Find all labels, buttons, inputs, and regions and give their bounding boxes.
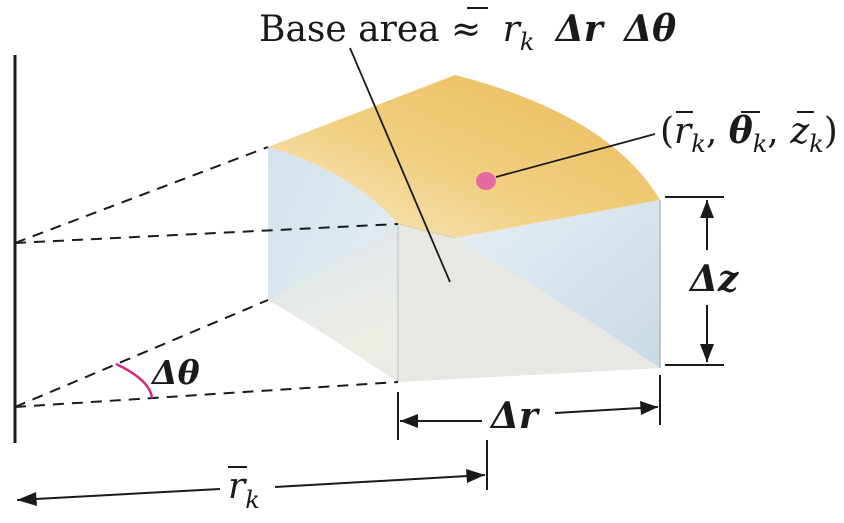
base-area-delta-r: Δr — [554, 8, 606, 50]
rk-label: rk — [228, 466, 260, 514]
delta-r-label: Δr — [489, 395, 541, 437]
point-coordinates-label: (rk, θk, zk) — [660, 110, 838, 158]
svg-text:rk: rk — [228, 466, 260, 514]
point-open-paren: ( — [660, 111, 674, 152]
svg-text:Base area ≈ rk Δr: Base area ≈ rk Δr Δθ — [259, 8, 676, 59]
delta-z-label: Δz — [688, 258, 740, 300]
top-face — [268, 75, 660, 238]
front-face — [398, 224, 660, 382]
delta-theta-arc — [115, 362, 154, 399]
base-area-r-sub: k — [520, 28, 535, 56]
point-comma-2: , — [767, 111, 778, 152]
base-area-leader-line — [349, 47, 451, 283]
point-leader-line — [495, 133, 656, 178]
rk-sub: k — [245, 486, 260, 514]
dashed-radial-lines — [14, 146, 399, 408]
point-close-paren: ) — [824, 111, 838, 152]
point-z-sub: k — [809, 130, 824, 158]
delta-theta-label: Δθ — [150, 353, 200, 392]
rk-r: r — [228, 466, 247, 507]
base-area-label: Base area ≈ rk Δr Δθ — [259, 7, 676, 59]
sample-point — [476, 172, 496, 190]
point-comma-1: , — [706, 111, 717, 152]
outer-side-face — [455, 200, 660, 368]
cylindrical-wedge — [268, 75, 661, 382]
delta-r-dimension — [397, 375, 661, 440]
base-area-delta-theta: Δθ — [622, 8, 676, 50]
rk-dimension — [16, 440, 488, 506]
point-theta: θ — [729, 110, 753, 152]
point-z: z — [789, 111, 810, 152]
delta-z-dimension — [665, 196, 724, 366]
point-r: r — [674, 111, 693, 152]
point-theta-sub: k — [753, 130, 768, 158]
base-area-prefix: Base area ≈ — [259, 9, 481, 50]
point-r-sub: k — [691, 130, 706, 158]
base-area-r: r — [503, 9, 522, 50]
svg-text:(rk, θk, zk): (rk, θk, zk) — [660, 110, 838, 158]
